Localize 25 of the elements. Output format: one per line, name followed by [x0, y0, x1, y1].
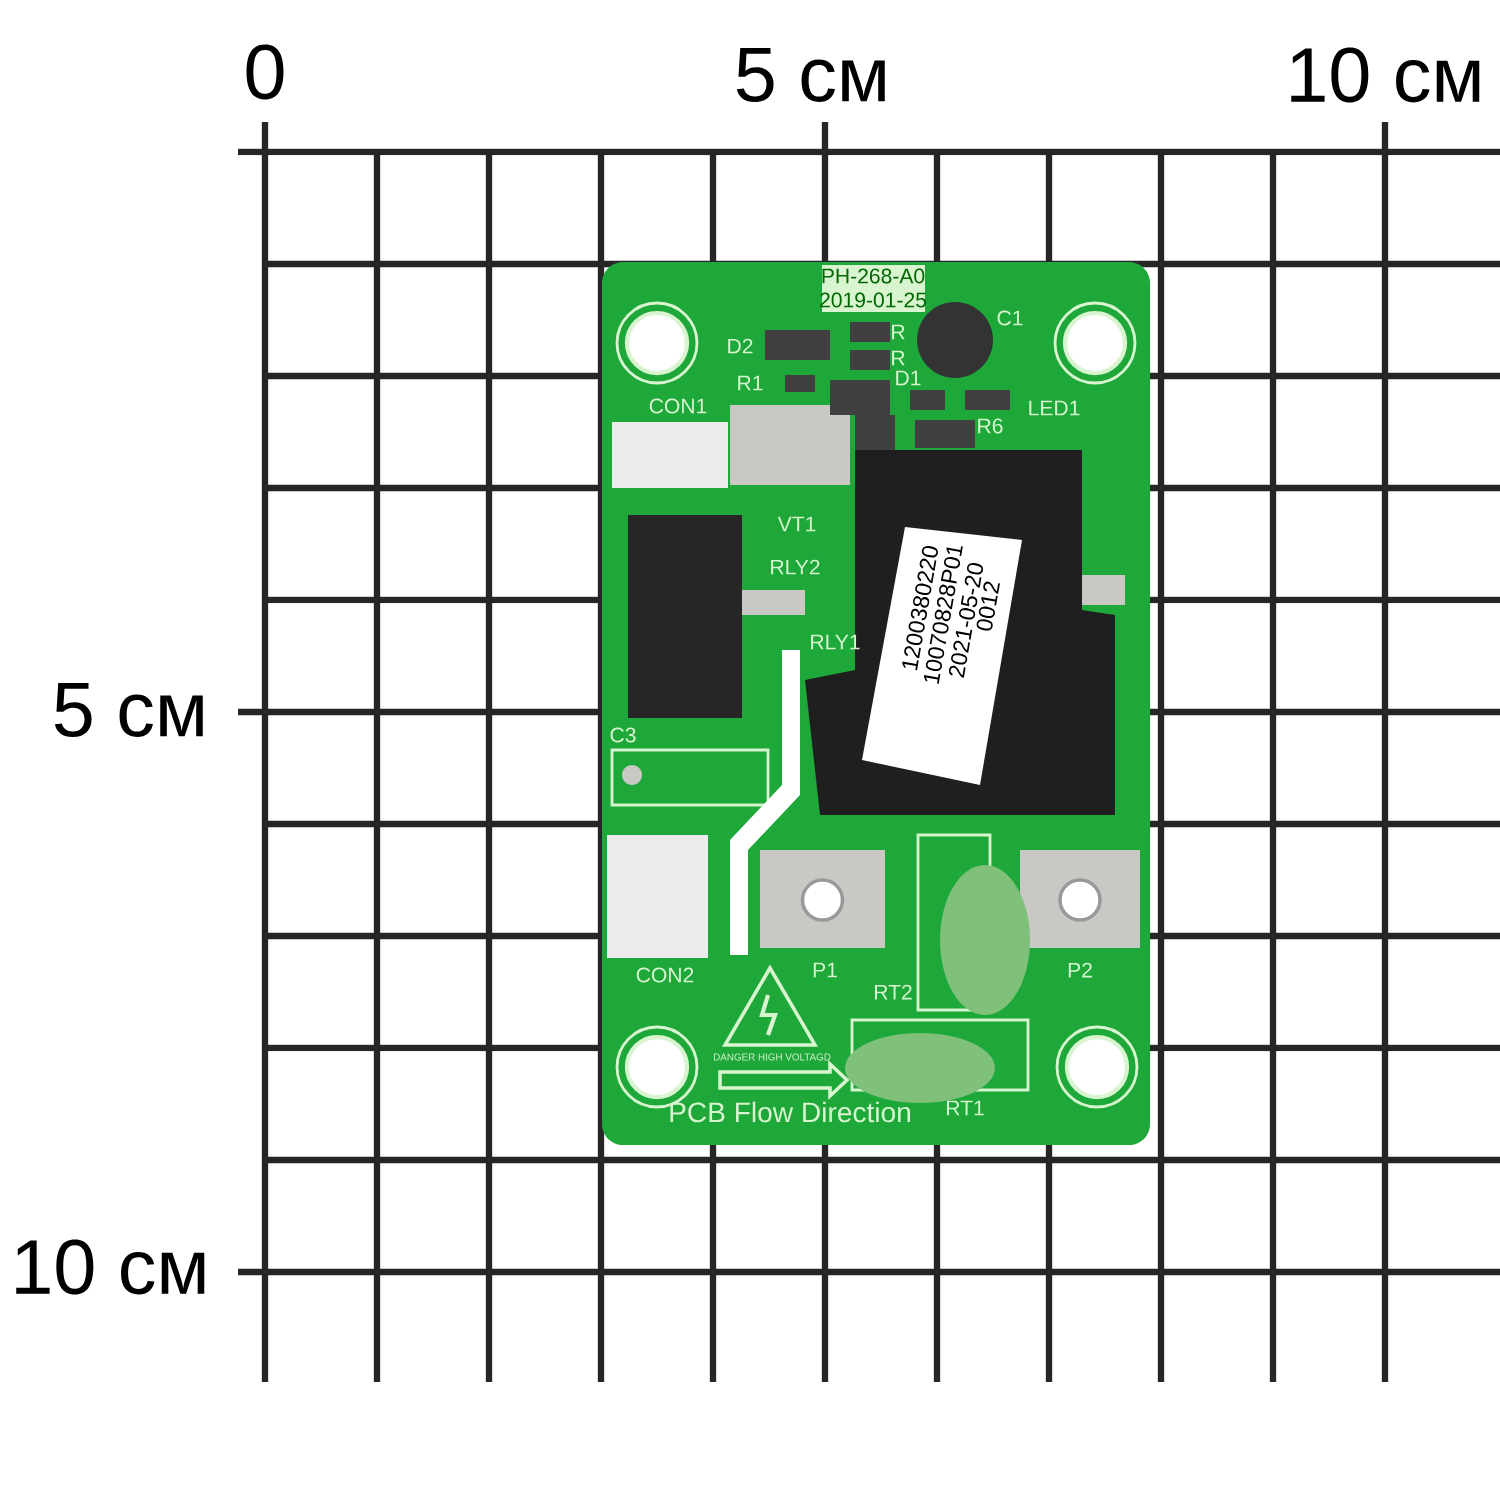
- silkscreen-label: CON2: [636, 967, 694, 983]
- silkscreen-label: RT1: [947, 1100, 984, 1116]
- scale-label: 5 см: [54, 683, 203, 737]
- silkscreen-label: D1: [896, 370, 921, 386]
- silkscreen-label: RLY2: [771, 559, 820, 575]
- silkscreen-label: CON1: [649, 398, 707, 414]
- scale-label: 0: [246, 44, 284, 100]
- silkscreen-label: R6: [978, 418, 1003, 434]
- silkscreen-label: C3: [610, 727, 636, 743]
- silkscreen-label: VT1: [777, 516, 816, 532]
- scale-label: 10 см: [16, 1239, 205, 1295]
- warning-text: DANGER HIGH VOLTAGD: [713, 1053, 831, 1061]
- silkscreen-label: D2: [728, 338, 753, 354]
- silkscreen-label: RT2: [875, 984, 912, 1000]
- silkscreen-label: R: [892, 324, 905, 340]
- silkscreen-label: P1: [813, 962, 837, 978]
- silkscreen-label: PCB Flow Direction: [670, 1101, 910, 1123]
- board-marking: PH-268-A0: [822, 268, 925, 284]
- scale-label: 5 см: [736, 48, 885, 102]
- silkscreen-label: C1: [997, 310, 1023, 326]
- silkscreen-label: R: [892, 350, 905, 366]
- silkscreen-label: P2: [1068, 962, 1092, 978]
- silkscreen-label: LED1: [1029, 400, 1080, 416]
- silkscreen-label: R1: [738, 375, 763, 391]
- scale-label: 10 см: [1291, 47, 1480, 103]
